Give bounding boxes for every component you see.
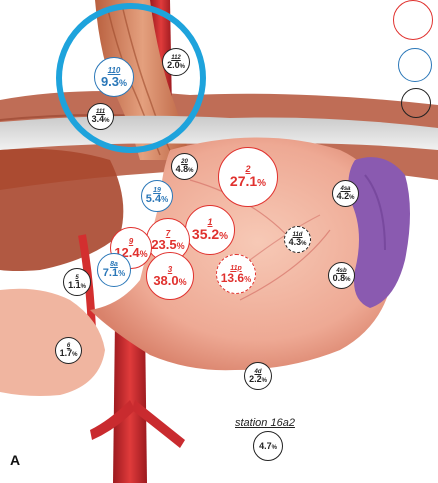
node-station-number: 19 — [153, 187, 161, 194]
node-station-number: 110 — [107, 65, 121, 75]
celiac-branch-right — [132, 400, 185, 448]
node-station-number: 20 — [181, 159, 188, 165]
station-16a2-label: station 16a2 — [235, 417, 295, 429]
node-percentage: 38.0% — [153, 272, 187, 288]
node-percentage: 4.2% — [336, 191, 355, 202]
celiac-branch — [90, 400, 135, 440]
node-station-number: 5 — [75, 274, 79, 281]
node-percentage: 4.8% — [175, 164, 194, 175]
node-percentage: 9.3% — [100, 73, 128, 89]
node-percentage: 23.5% — [151, 236, 185, 252]
spleen — [348, 157, 410, 308]
node-station-number: 1 — [207, 217, 213, 227]
node-station-number: 2 — [245, 164, 251, 174]
node-percentage: 5.4% — [145, 193, 169, 205]
node-percentage: 2.2% — [249, 373, 267, 384]
legend-red-circle — [393, 0, 433, 40]
node-station-number: 11p — [230, 264, 242, 272]
node-percentage: 4.7% — [259, 440, 277, 451]
node-percentage: 4.3% — [288, 237, 307, 248]
node-station-number: 4d — [254, 368, 262, 375]
node-station-number: 9 — [128, 236, 134, 246]
node-station-number: 4sa — [340, 186, 351, 192]
node-percentage: 3.4% — [91, 114, 110, 125]
legend-blue-circle — [398, 48, 432, 82]
node-station-16a2: 4.7% — [253, 431, 283, 461]
node-station-number: 3 — [167, 264, 173, 274]
node-station-number: 7 — [165, 228, 171, 238]
node-percentage: 1.1% — [68, 279, 86, 290]
node-station-number: 111 — [95, 109, 106, 115]
node-station-number: 8a — [110, 261, 118, 268]
node-percentage: 2.0% — [167, 59, 185, 70]
node-station-number: 4sb — [336, 268, 347, 274]
legend-black-circle — [401, 88, 431, 118]
highlight-ring — [56, 3, 206, 153]
panel-letter: A — [10, 452, 21, 468]
node-percentage: 7.1% — [102, 267, 126, 279]
node-percentage: 35.2% — [191, 226, 229, 242]
node-percentage: 27.1% — [229, 173, 267, 189]
node-percentage: 0.8% — [332, 273, 351, 284]
node-percentage: 13.6% — [220, 270, 252, 285]
node-station-number: 6 — [66, 343, 71, 349]
node-station-number: 11d — [292, 232, 303, 238]
node-station-number: 112 — [171, 54, 181, 61]
node-percentage: 1.7% — [59, 348, 78, 359]
liver — [0, 148, 124, 271]
duodenum — [0, 288, 105, 396]
